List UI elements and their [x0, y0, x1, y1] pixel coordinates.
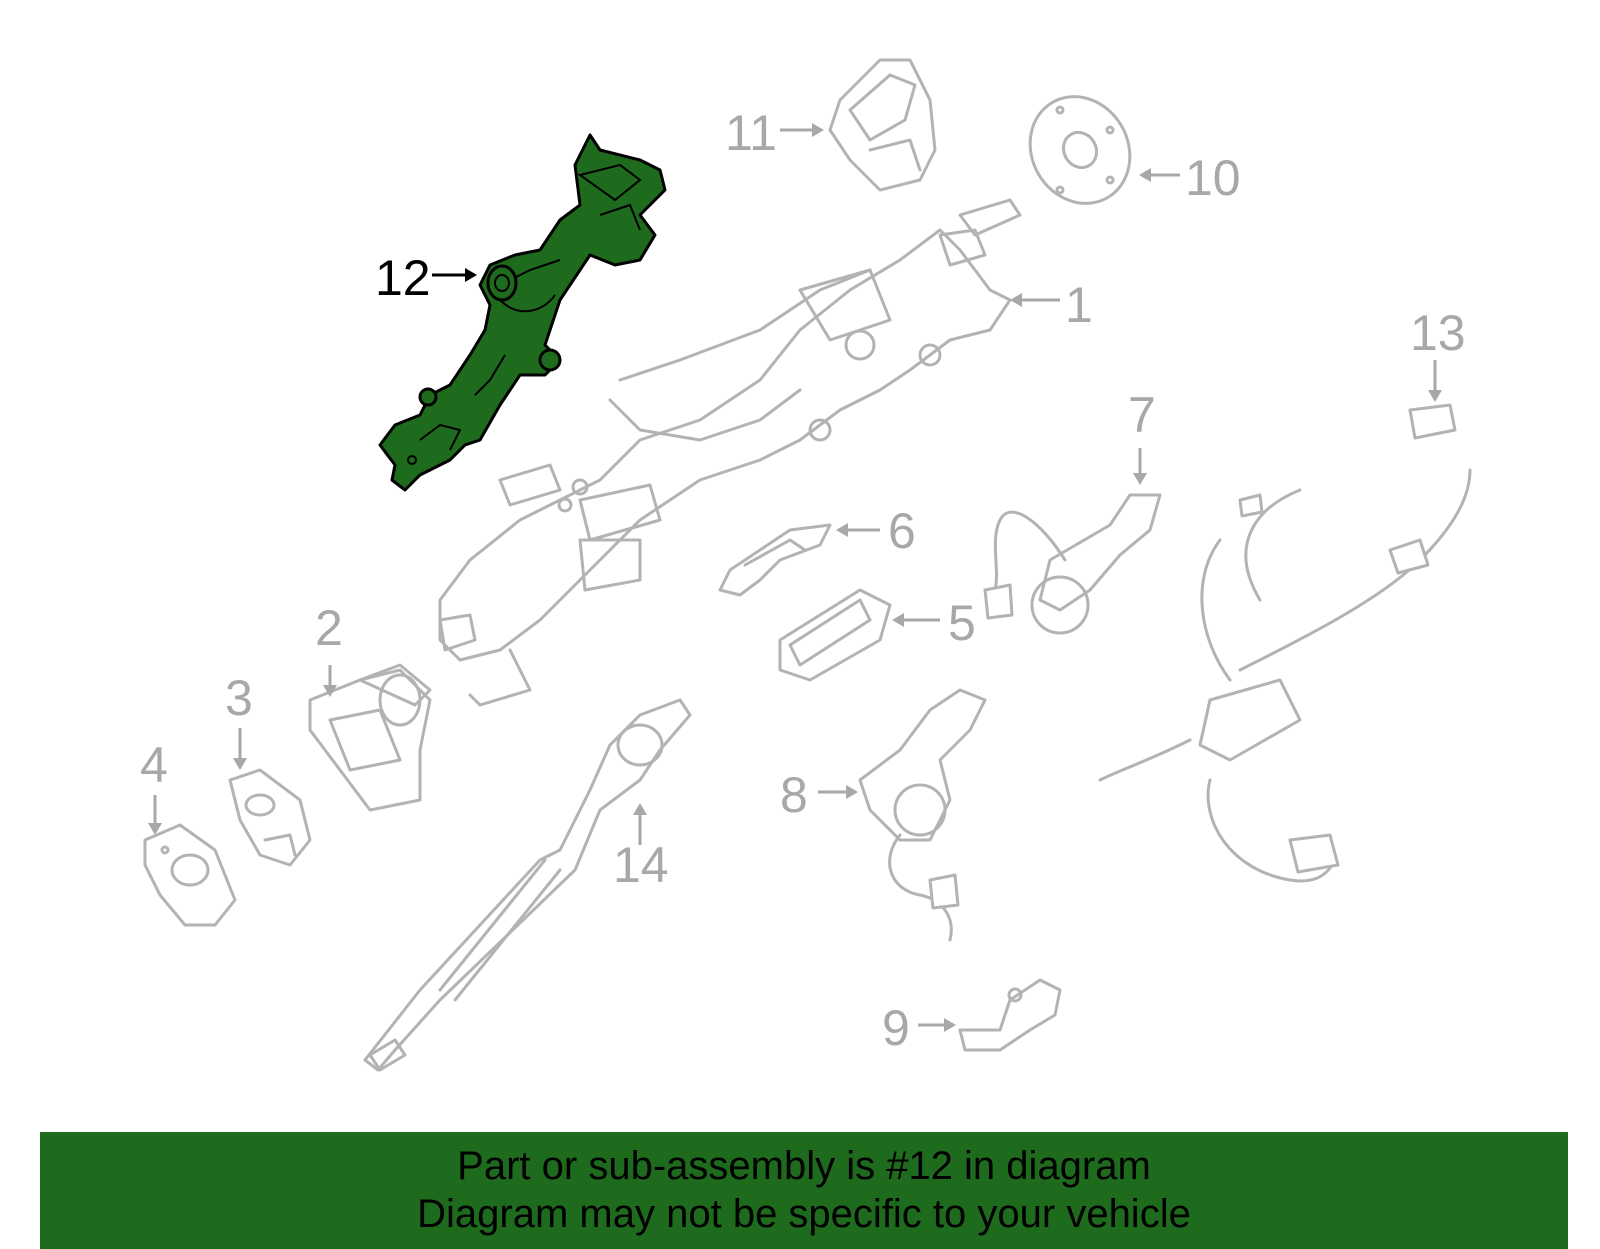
callout-5: 5: [948, 595, 976, 651]
parts-diagram: 1 2 3 4 5 6 7 8 9 10 11 12 13 14: [140, 58, 1472, 1072]
part-9-lever[interactable]: [958, 978, 1062, 1052]
callout-3: 3: [225, 670, 253, 726]
part-4-plate[interactable]: [143, 823, 237, 927]
part-13-wiring-harness[interactable]: [1098, 403, 1472, 883]
callout-8: 8: [780, 767, 808, 823]
part-8-ignition-switch[interactable]: [858, 688, 987, 942]
part-14-intermediate-shaft[interactable]: [363, 698, 692, 1072]
callout-10: 10: [1185, 150, 1241, 206]
part-7-lock-assembly[interactable]: [983, 493, 1162, 635]
callout-7: 7: [1128, 387, 1156, 443]
part-11-switch-unit[interactable]: [828, 58, 937, 192]
callout-6: 6: [888, 503, 916, 559]
callout-labels: 1 2 3 4 5 6 7 8 9 10 11 12 13 14: [140, 105, 1466, 1056]
callout-13: 13: [1410, 305, 1466, 361]
leader-lines: [148, 123, 1442, 1032]
part-1-steering-column[interactable]: [438, 198, 1022, 707]
callout-9: 9: [882, 1000, 910, 1056]
callout-11: 11: [725, 105, 777, 161]
info-banner: Part or sub-assembly is #12 in diagram D…: [40, 1132, 1568, 1249]
part-10-disc[interactable]: [1011, 78, 1149, 221]
part-12-highlighted-bracket[interactable]: [378, 133, 667, 492]
banner-line-1: Part or sub-assembly is #12 in diagram: [457, 1144, 1151, 1188]
part-2-housing[interactable]: [308, 663, 432, 812]
callout-12: 12: [375, 250, 431, 306]
banner-line-2: Diagram may not be specific to your vehi…: [417, 1192, 1191, 1236]
part-5-module[interactable]: [778, 588, 892, 682]
part-6-bracket[interactable]: [718, 523, 832, 597]
callout-4: 4: [140, 737, 168, 793]
callout-2: 2: [315, 600, 343, 656]
part-3-sensor[interactable]: [228, 768, 312, 867]
callout-14: 14: [613, 837, 669, 893]
callout-1: 1: [1065, 277, 1093, 333]
